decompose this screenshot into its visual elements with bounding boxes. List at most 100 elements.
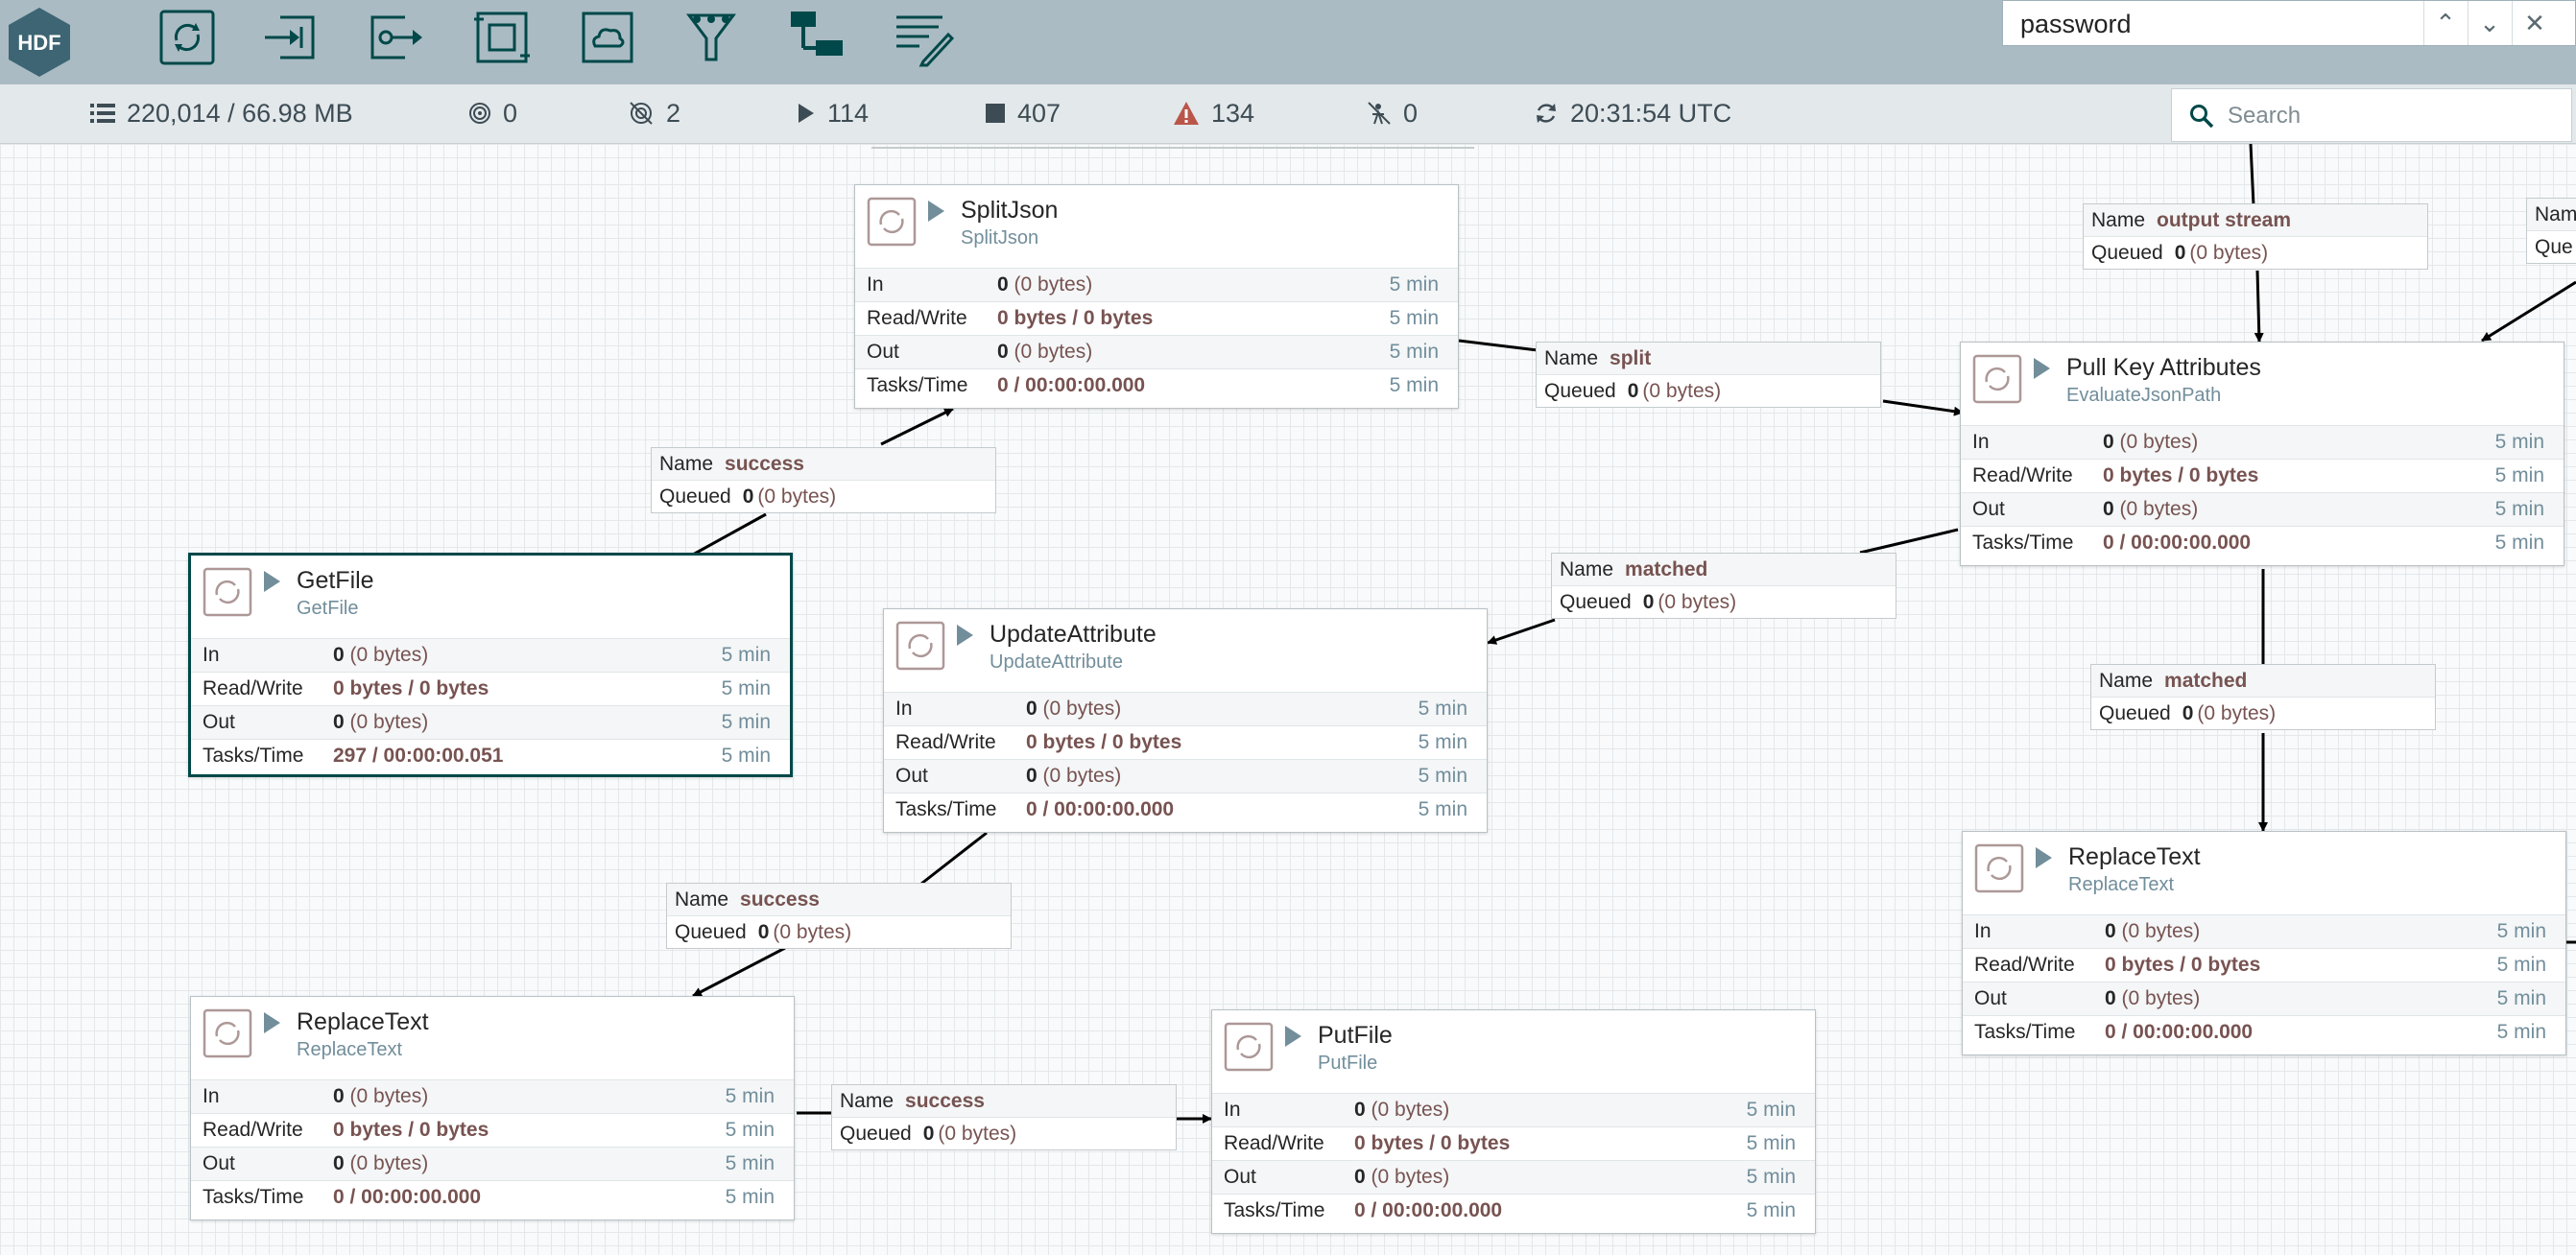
stop-icon <box>986 104 1005 123</box>
running-value: 114 <box>827 98 870 128</box>
processor-name: PutFile <box>1318 1022 1393 1049</box>
processor-name: ReplaceText <box>2068 843 2201 870</box>
running-stat: 114 <box>797 96 869 130</box>
processor-type: SplitJson <box>961 227 1039 249</box>
not-transmitting-icon <box>630 102 653 125</box>
processor-icon[interactable] <box>155 6 219 69</box>
find-in-page-bar: ⌃ ⌄ ✕ <box>2002 0 2576 46</box>
logo-text: HDF <box>17 31 60 55</box>
connection-label-partial[interactable]: Nam Que <box>2526 198 2576 264</box>
processor-type: ReplaceText <box>297 1039 403 1060</box>
processor-type: PutFile <box>1318 1053 1378 1074</box>
processor-name: GetFile <box>297 567 374 594</box>
processor-name: Pull Key Attributes <box>2066 354 2261 381</box>
not-transmitting-value: 2 <box>666 98 681 128</box>
invalid-value: 134 <box>1211 98 1255 128</box>
not-transmitting-stat: 2 <box>628 96 680 130</box>
find-input[interactable] <box>2018 7 2502 41</box>
disabled-icon <box>1368 102 1391 125</box>
remote-process-group-icon[interactable] <box>576 6 639 69</box>
refresh-stat[interactable]: 20:31:54 UTC <box>1534 96 1731 130</box>
output-port-icon[interactable] <box>365 6 428 69</box>
input-port-icon[interactable] <box>259 6 322 69</box>
connection-name: success <box>905 1089 985 1112</box>
search-box <box>2171 88 2572 142</box>
flow-status-bar: 220,014 / 66.98 MB 0 2 114 407 134 0 20:… <box>0 84 2576 144</box>
connection-name: split <box>1610 346 1652 369</box>
hdf-logo: HDF <box>6 6 73 79</box>
connection-name: output stream <box>2157 208 2292 231</box>
connection-name: matched <box>2164 669 2248 692</box>
transmitting-icon <box>469 103 490 124</box>
processor-type: ReplaceText <box>2068 874 2175 895</box>
processor-type: GetFile <box>297 598 359 619</box>
run-status-icon <box>264 571 280 592</box>
template-icon[interactable] <box>785 6 848 69</box>
processor-icon <box>895 621 945 671</box>
processor-icon <box>867 197 917 247</box>
label-icon[interactable] <box>891 6 955 69</box>
find-next-button[interactable]: ⌄ <box>2468 1 2511 45</box>
processor-icon <box>1974 843 2024 893</box>
processor-type: EvaluateJsonPath <box>2066 385 2222 406</box>
connection-name: success <box>725 452 804 475</box>
warning-icon <box>1174 102 1199 125</box>
search-input[interactable] <box>2226 99 2556 133</box>
run-status-icon <box>928 201 944 222</box>
refresh-icon[interactable] <box>1534 101 1559 126</box>
find-close-button[interactable]: ✕ <box>2512 1 2557 45</box>
disabled-value: 0 <box>1403 98 1419 128</box>
refreshed-time: 20:31:54 UTC <box>1570 98 1732 128</box>
connection-name: matched <box>1625 557 1708 580</box>
run-status-icon <box>1285 1026 1301 1047</box>
list-icon <box>90 104 115 123</box>
disabled-stat: 0 <box>1367 96 1418 130</box>
stopped-stat: 407 <box>985 96 1061 130</box>
stopped-value: 407 <box>1017 98 1061 128</box>
funnel-icon[interactable] <box>680 6 743 69</box>
process-group-icon[interactable] <box>470 6 534 69</box>
connection-name: success <box>740 888 820 911</box>
search-icon <box>2190 105 2214 129</box>
top-toolbar: HDF ⌃ ⌄ ✕ <box>0 0 2576 84</box>
find-previous-button[interactable]: ⌃ <box>2423 1 2467 45</box>
queued-value: 220,014 / 66.98 MB <box>127 98 353 128</box>
processor-icon <box>203 1008 252 1058</box>
processor-type: UpdateAttribute <box>990 651 1123 673</box>
